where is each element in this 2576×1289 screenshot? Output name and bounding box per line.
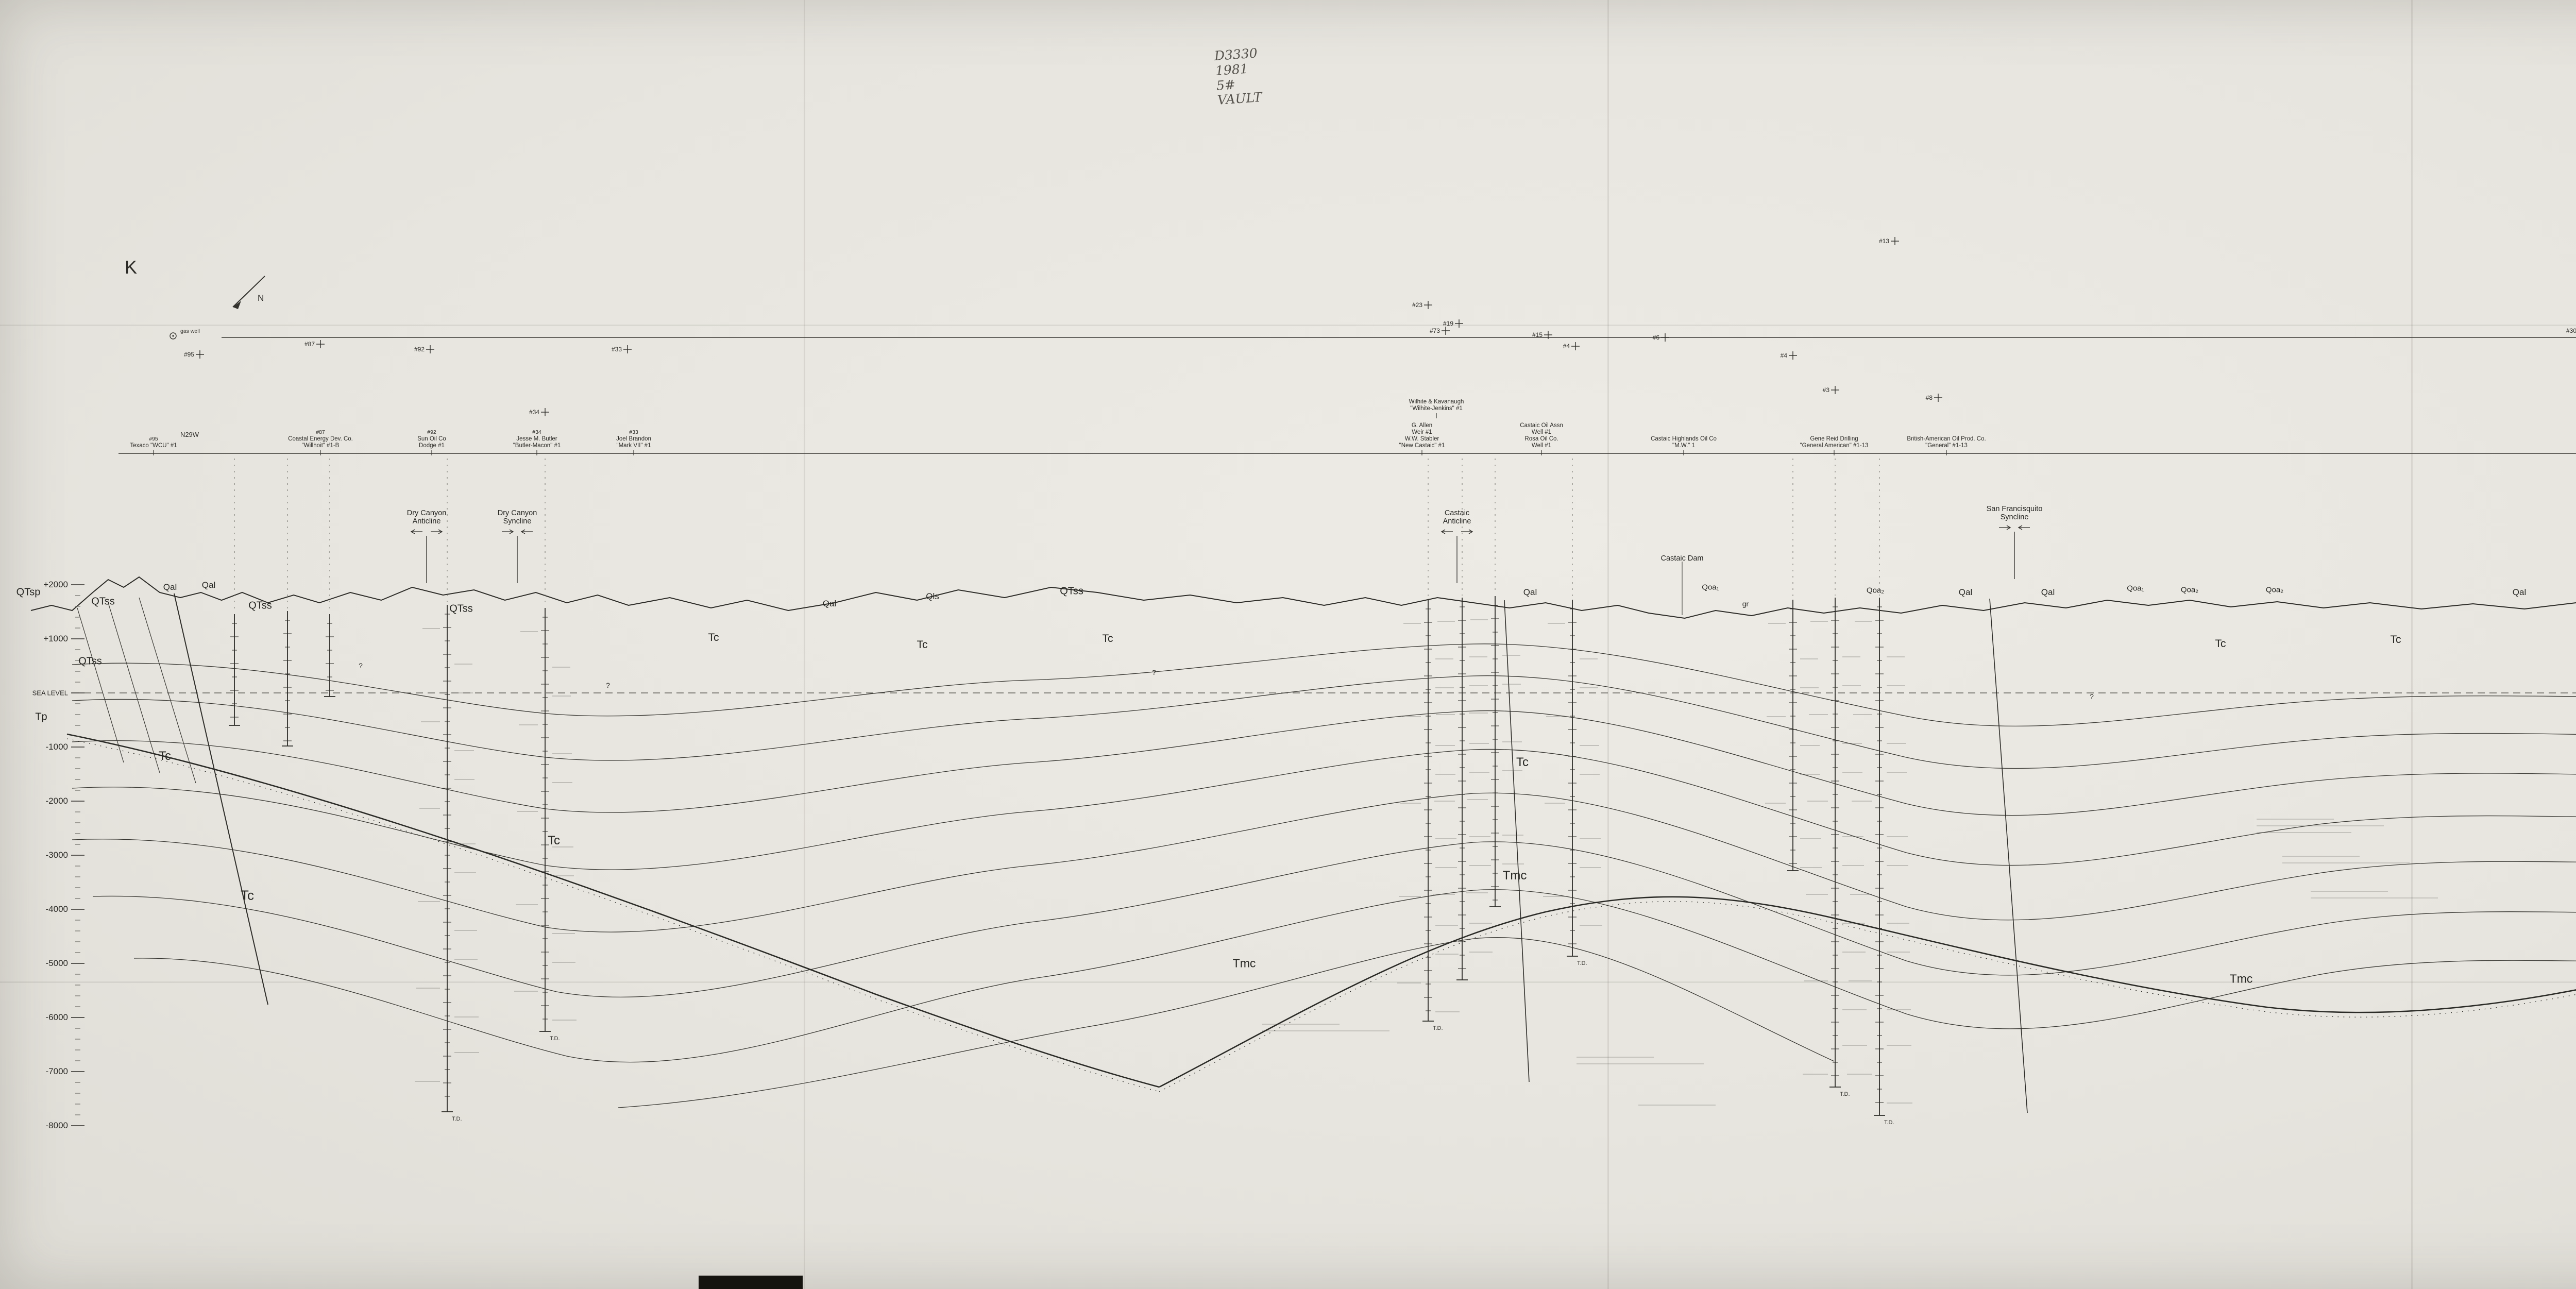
north-label: N bbox=[258, 293, 264, 303]
spud-tick-number: #4 bbox=[1563, 343, 1570, 350]
gas-well-label: gas well bbox=[180, 328, 200, 334]
fold-crease-horizontal bbox=[0, 325, 2576, 326]
well-td-label: T.D. bbox=[1840, 1091, 1850, 1097]
fold-arrowhead bbox=[410, 529, 415, 534]
spud-tick-number: #8 bbox=[1926, 394, 1933, 401]
fold-arrowhead bbox=[1468, 529, 1473, 534]
basal-unconformity bbox=[66, 733, 2576, 1092]
spud-tick-number: #73 bbox=[1430, 327, 1440, 334]
fold-arrowhead bbox=[2018, 525, 2023, 530]
fold-arrowhead bbox=[520, 529, 526, 534]
well-td-label: T.D. bbox=[550, 1036, 560, 1042]
spud-tick-number: #23 bbox=[1412, 301, 1422, 309]
north-arrow: N bbox=[232, 276, 265, 309]
spud-tick-number: #4 bbox=[1781, 352, 1788, 359]
fold-arrowhead bbox=[509, 529, 514, 534]
spud-tick-number: #13 bbox=[1879, 238, 1889, 245]
fold-arrowhead bbox=[438, 529, 443, 534]
fold-crease-horizontal bbox=[0, 981, 2576, 983]
scan-artifact bbox=[699, 1276, 803, 1289]
well-td-label: T.D. bbox=[1884, 1120, 1894, 1126]
spud-tick-number: #30 bbox=[2566, 327, 2576, 334]
stratigraphic-contacts bbox=[72, 643, 2576, 1108]
bearing-label: N29W bbox=[180, 431, 199, 438]
fold-crease-vertical bbox=[1607, 0, 1609, 1289]
gas-well-symbol: gas well bbox=[170, 328, 200, 340]
spud-tick-number: #6 bbox=[1653, 334, 1660, 341]
fold-crease-vertical bbox=[804, 0, 805, 1289]
spud-tick-number: #3 bbox=[1823, 386, 1830, 394]
fold-crease-vertical bbox=[2411, 0, 2413, 1289]
spud-tick-number: #15 bbox=[1532, 331, 1543, 338]
section-endpoint-k: K bbox=[125, 257, 138, 278]
well-td-label: T.D. bbox=[452, 1116, 462, 1122]
spud-tick-number: #34 bbox=[529, 409, 539, 416]
spud-tick-number: #87 bbox=[304, 341, 315, 348]
spud-tick-number: #33 bbox=[612, 346, 622, 353]
spud-tick-number: #92 bbox=[414, 346, 425, 353]
well-td-label: T.D. bbox=[1433, 1025, 1443, 1031]
steep-beds-west bbox=[77, 597, 196, 784]
spud-tick-number: #95 bbox=[184, 351, 194, 358]
terrain-surface-line bbox=[30, 576, 2576, 619]
fold-arrowhead bbox=[1440, 529, 1446, 534]
spud-tick-number: #19 bbox=[1443, 320, 1453, 327]
well-td-label: T.D. bbox=[1577, 960, 1587, 966]
fault-lines bbox=[174, 593, 2028, 1113]
fold-arrowhead bbox=[2006, 525, 2011, 530]
